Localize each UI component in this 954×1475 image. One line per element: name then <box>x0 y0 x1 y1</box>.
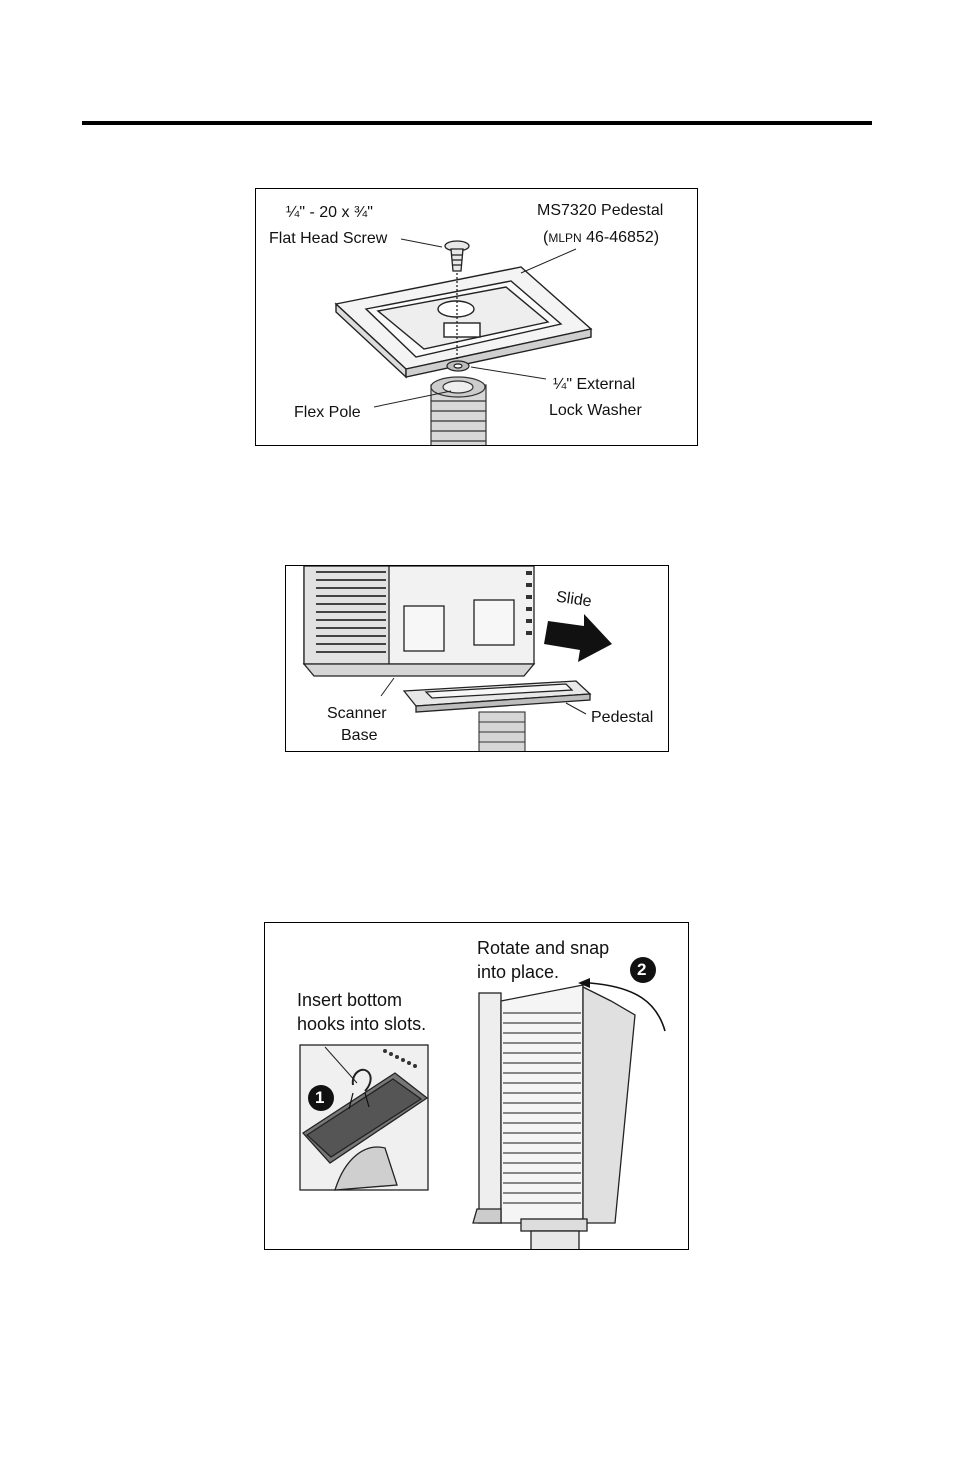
slide-scanner-illustration <box>302 566 612 751</box>
step2-text-line2: into place. <box>477 962 560 982</box>
pedestal-name-label: MS7320 Pedestal <box>537 202 664 219</box>
step1-text-line1: Insert bottom <box>297 990 403 1010</box>
figure-slide-scanner: Slide Scanner Base Pedestal <box>285 565 669 752</box>
step2-badge <box>630 957 656 983</box>
pedestal-mlpn-label: (MLPN 46-46852) <box>543 230 659 246</box>
step1-number: 1 <box>315 1088 325 1107</box>
mlpn-prefix: ( <box>543 229 549 246</box>
step1-badge <box>308 1085 334 1111</box>
washer-name-label: Lock Washer <box>549 402 642 419</box>
mlpn-number: 46-46852) <box>581 229 660 246</box>
mlpn-caption: MLPN <box>548 231 582 245</box>
flex-pole-label: Flex Pole <box>294 404 361 421</box>
step2-number: 2 <box>637 960 647 979</box>
pedestal-label: Pedestal <box>591 709 654 726</box>
figure-hook-and-rotate: Rotate and snap into place. Insert botto… <box>264 922 689 1250</box>
step2-text-line1: Rotate and snap <box>477 938 610 958</box>
screw-name-label: Flat Head Screw <box>269 230 388 247</box>
scanner-base-label-line1: Scanner <box>327 705 387 722</box>
pedestal-mount-illustration <box>334 238 593 445</box>
hook-rotate-illustration <box>299 957 666 1249</box>
screw-size-label: ¼" - 20 x ¾" <box>286 204 373 221</box>
figure-pedestal-mount: ¼" - 20 x ¾" Flat Head Screw MS7320 Pede… <box>255 188 698 446</box>
washer-size-label: ¼" External <box>553 376 636 393</box>
scanner-base-label-line2: Base <box>341 727 378 744</box>
header-rule <box>82 121 872 125</box>
step1-text-line2: hooks into slots. <box>297 1014 427 1034</box>
